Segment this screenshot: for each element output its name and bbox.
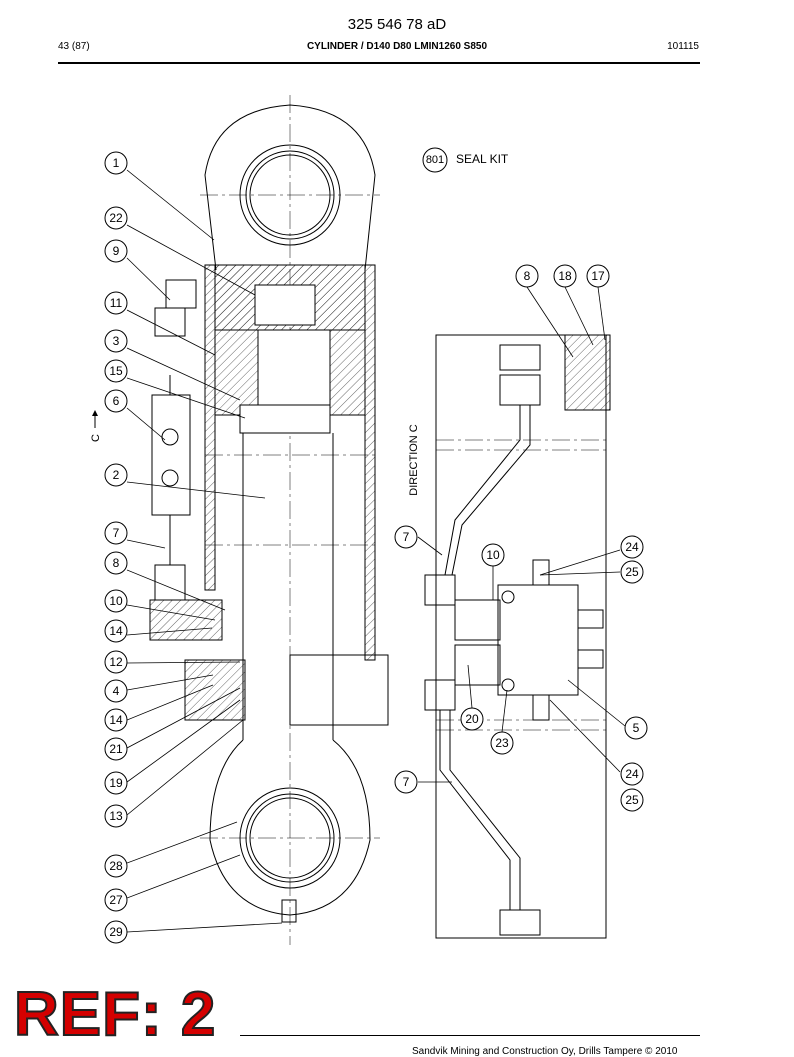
callout-label: 10	[486, 548, 500, 562]
callout-label: 24	[625, 540, 639, 554]
ref-stamp: REF: 2	[13, 980, 217, 1049]
callout-label: 14	[109, 624, 123, 638]
callout-label: 20	[465, 712, 479, 726]
callout-label: 13	[109, 809, 123, 823]
callout-label: 7	[113, 526, 120, 540]
callout-label: 29	[109, 925, 123, 939]
date-code: 101115	[667, 41, 699, 52]
callout-label: 17	[591, 269, 605, 283]
callout-label: 9	[113, 244, 120, 258]
callout-label: 11	[110, 296, 123, 310]
cylinder-body	[149, 95, 389, 945]
seal-kit-number: 801	[426, 154, 444, 166]
callout-label: 21	[109, 742, 123, 756]
callout-label: 23	[495, 736, 509, 750]
callout-label: 8	[524, 269, 531, 283]
callout-label: 28	[109, 859, 123, 873]
callout-label: 27	[109, 893, 123, 907]
page-number: 43 (87)	[58, 41, 90, 52]
callout-label: 6	[113, 394, 120, 408]
callout-label: 15	[109, 364, 123, 378]
callout-label: 4	[113, 684, 120, 698]
callout-label: 18	[558, 269, 572, 283]
seal-kit-label: SEAL KIT	[456, 152, 509, 166]
callout-label: 8	[113, 556, 120, 570]
callout-label: 10	[109, 594, 123, 608]
footer-rule	[240, 1035, 700, 1036]
direction-c-label: DIRECTION C	[408, 424, 420, 496]
callout-label: 24	[625, 767, 639, 781]
right-callouts: 801 8 18 17 7 10 24 25 5 20 23 24 25 7	[394, 147, 648, 812]
callout-label: 25	[625, 565, 639, 579]
drawing-title: CYLINDER / D140 D80 LMIN1260 S850	[306, 41, 488, 52]
callout-label: 22	[109, 211, 123, 225]
callout-label: 1	[113, 156, 120, 170]
callout-label: 5	[633, 721, 640, 735]
direction-c-view	[424, 334, 611, 939]
footer-copyright: Sandvik Mining and Construction Oy, Dril…	[412, 1046, 678, 1057]
callout-label: 14	[109, 713, 123, 727]
left-callouts: 1 22 9 11 3 15 6 2 7 8 10 14 12 4 14 21 …	[104, 151, 128, 944]
leader-lines	[126, 169, 626, 933]
callout-label: 19	[109, 776, 123, 790]
callout-label: 7	[403, 775, 410, 789]
callout-label: 12	[109, 655, 123, 669]
callout-label: 7	[403, 530, 410, 544]
callout-label: 25	[625, 793, 639, 807]
callout-label: 2	[113, 468, 120, 482]
header-rule	[58, 62, 700, 64]
view-marker: C	[90, 410, 102, 442]
view-marker-label: C	[90, 434, 102, 442]
document-number: 325 546 78 aD	[347, 16, 447, 33]
callout-label: 3	[113, 334, 120, 348]
